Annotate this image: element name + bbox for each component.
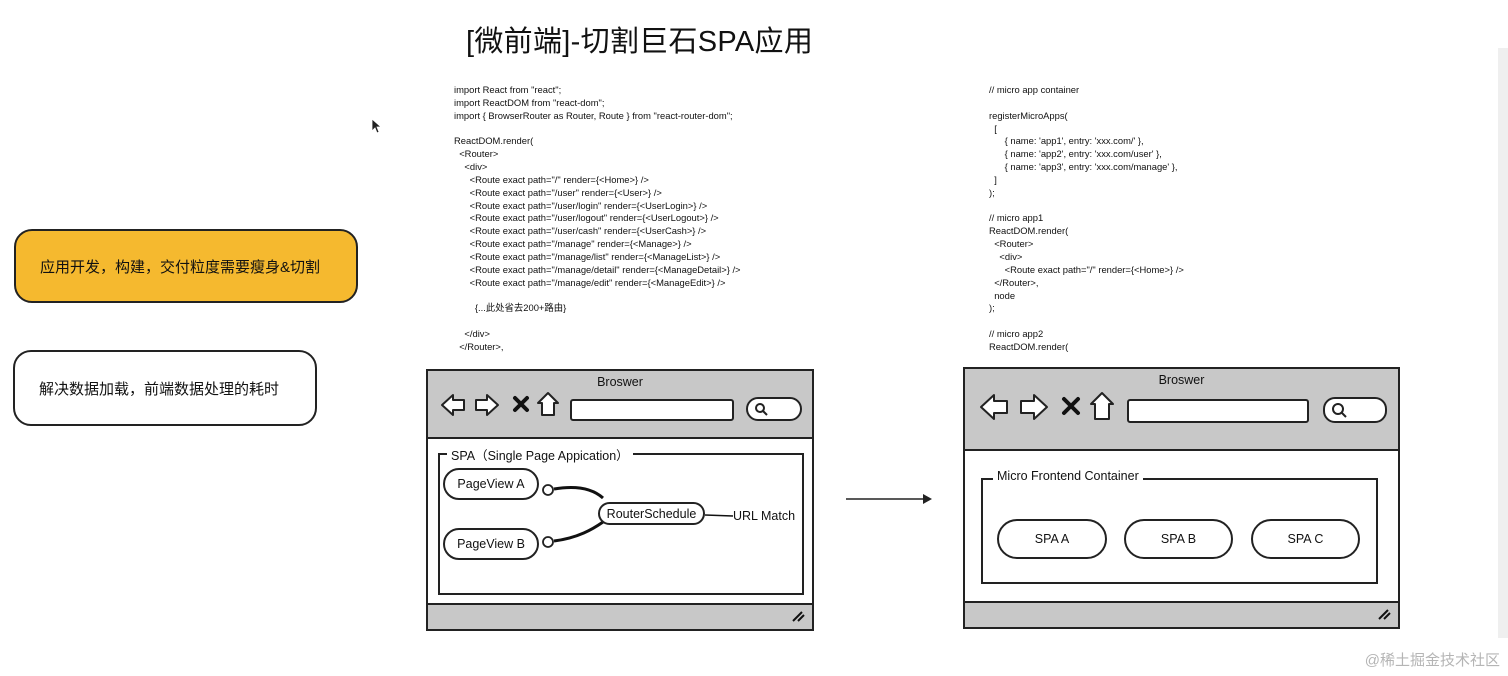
resize-grip-icon[interactable]: [790, 609, 806, 623]
code-line: </Router>,: [989, 276, 1039, 288]
code-line: <div>: [989, 250, 1023, 262]
code-line: // micro app1: [989, 212, 1044, 224]
code-line: { name: 'app2', entry: 'xxx.com/user' },: [989, 148, 1162, 160]
code-line: import React from "react";: [454, 84, 562, 95]
code-line: <Route exact path="/user/logout" render=…: [454, 212, 719, 224]
watermark: @稀土掘金技术社区: [1364, 652, 1500, 669]
code-line: ReactDOM.render(: [989, 340, 1069, 352]
home-icon[interactable]: [536, 391, 560, 417]
code-line: </div>: [454, 328, 490, 340]
search-icon: [1332, 403, 1347, 418]
url-match-label: URL Match: [733, 509, 796, 523]
code-line: );: [989, 186, 995, 198]
address-bar[interactable]: [570, 399, 734, 421]
browser-statusbar: [965, 601, 1398, 627]
code-line: <Route exact path="/user" render={<User>…: [454, 186, 662, 198]
code-line: <Router>: [454, 148, 499, 160]
note-data-loading-text: 解决数据加载，前端数据处理的耗时: [39, 380, 280, 398]
micro-container-label: Micro Frontend Container: [993, 469, 1143, 483]
search-box[interactable]: [746, 397, 802, 421]
code-line: { name: 'app3', entry: 'xxx.com/manage' …: [989, 161, 1178, 173]
browser-window-micro: Broswer Micro Frontend Container SPA A S…: [963, 367, 1400, 629]
spa-a-node: SPA A: [997, 519, 1107, 559]
transform-arrow-icon: [846, 494, 932, 504]
router-connectors: [542, 484, 734, 548]
code-line: { name: 'app1', entry: 'xxx.com/' },: [989, 135, 1144, 147]
code-line: [: [989, 122, 997, 134]
browser-statusbar: [428, 603, 812, 629]
search-icon: [755, 403, 768, 416]
mouse-cursor-icon: [371, 118, 383, 134]
code-line: <div>: [454, 161, 488, 173]
browser-title: Broswer: [1158, 373, 1205, 387]
code-line: </Router>,: [454, 340, 504, 352]
spa-c-node: SPA C: [1251, 519, 1360, 559]
forward-arrow-icon[interactable]: [474, 393, 500, 417]
browser-toolbar: Broswer: [428, 371, 812, 439]
resize-grip-icon[interactable]: [1376, 607, 1392, 621]
code-line: ]: [989, 173, 997, 185]
code-line: <Route exact path="/user/login" render={…: [454, 199, 708, 211]
spa-b-node: SPA B: [1124, 519, 1233, 559]
search-box[interactable]: [1323, 397, 1387, 423]
note-granularity: 应用开发，构建，交付粒度需要瘦身&切割: [14, 229, 358, 303]
code-line: <Route exact path="/manage/detail" rende…: [454, 263, 741, 275]
code-line: <Route exact path="/manage/edit" render=…: [454, 276, 726, 288]
code-line: import { BrowserRouter as Router, Route …: [454, 109, 733, 121]
back-arrow-icon[interactable]: [979, 393, 1009, 421]
code-line: [989, 315, 1184, 328]
close-icon[interactable]: [512, 395, 530, 413]
browser-window-spa: Broswer SPA（Single Page Appication） Page…: [426, 369, 814, 631]
micro-app-code: // micro app container registerMicroApps…: [989, 84, 1184, 356]
pageview-b-node: PageView B: [443, 528, 539, 560]
code-line: import ReactDOM from "react-dom";: [454, 96, 605, 108]
code-line: <Route exact path="/" render={<Home>} />: [454, 173, 649, 185]
code-line: ReactDOM.render(: [989, 225, 1069, 237]
code-line: [454, 315, 741, 328]
code-line: [989, 200, 1184, 213]
pageview-a-node: PageView A: [443, 468, 539, 500]
window-edge: [1498, 48, 1508, 638]
browser-toolbar: Broswer: [965, 369, 1398, 451]
code-line: <Route exact path="/manage/list" render=…: [454, 250, 721, 262]
spa-router-code: import React from "react";import ReactDO…: [454, 84, 741, 356]
micro-container-box: [981, 478, 1378, 584]
code-line: <Router>: [989, 238, 1034, 250]
home-icon[interactable]: [1089, 391, 1115, 421]
spa-group-label: SPA（Single Page Appication）: [447, 445, 633, 464]
code-line: ReactDOM.render(: [454, 135, 534, 147]
code-line: <Route exact path="/" render={<Home>} />: [989, 263, 1184, 275]
code-line: [989, 97, 1184, 110]
code-line: // micro app2: [989, 328, 1044, 340]
note-granularity-text: 应用开发，构建，交付粒度需要瘦身&切割: [40, 258, 321, 276]
back-arrow-icon[interactable]: [440, 393, 466, 417]
code-line: <Route exact path="/manage" render={<Man…: [454, 238, 692, 250]
note-data-loading: 解决数据加载，前端数据处理的耗时: [13, 350, 317, 426]
code-line: registerMicroApps(: [989, 109, 1068, 121]
code-line: [454, 290, 741, 303]
router-schedule-node: RouterSchedule: [598, 502, 705, 525]
code-line: <Route exact path="/user/cash" render={<…: [454, 225, 707, 237]
slide-title: [微前端]-切割巨石SPA应用: [466, 26, 814, 58]
address-bar[interactable]: [1127, 399, 1309, 423]
code-line: // micro app container: [989, 84, 1080, 95]
code-line: {...此处省去200+路由}: [454, 302, 567, 314]
code-line: [454, 123, 741, 136]
forward-arrow-icon[interactable]: [1019, 393, 1049, 421]
close-icon[interactable]: [1061, 396, 1081, 416]
browser-title: Broswer: [597, 375, 643, 389]
code-line: node: [989, 289, 1016, 301]
code-line: );: [989, 302, 995, 314]
